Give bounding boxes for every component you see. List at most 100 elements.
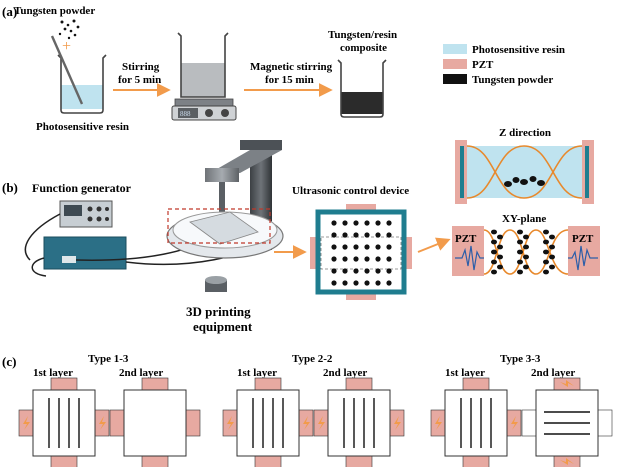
stirrer-display: 888 (180, 110, 191, 118)
lightning-icon (511, 416, 518, 430)
powder-particles (58, 19, 80, 40)
xy-particle (517, 229, 523, 235)
tungsten-particle-grid (331, 220, 392, 286)
particle-dot (386, 256, 392, 262)
pulse-right (568, 245, 598, 271)
type-group: Type 1-3 1st layer 2nd layer (18, 353, 201, 469)
magnetic-stirrer: 888 (171, 32, 237, 121)
lightning-icon (560, 458, 574, 465)
particle-dot (375, 244, 381, 250)
particle-dot (364, 244, 370, 250)
particle-dot (386, 220, 392, 226)
signal-cable-1 (24, 213, 61, 261)
magnetic-label-2: for 15 min (265, 74, 314, 86)
xy-particle (497, 254, 503, 260)
xy-particle (491, 249, 497, 255)
particle-dot (342, 268, 348, 274)
particle-dot (331, 244, 337, 250)
panel-b-label: (b) (2, 180, 18, 195)
stirring-label-2: for 5 min (118, 74, 161, 86)
particle-dot (375, 280, 381, 286)
z-direction-view (455, 140, 594, 204)
layer-1-label: 1st layer (33, 367, 73, 379)
sample-layer (32, 389, 96, 457)
xy-particle (517, 259, 523, 265)
layer-2-label: 2nd layer (119, 367, 163, 379)
pzt-top-block (345, 377, 373, 391)
particle-dot (331, 256, 337, 262)
sample-layer (327, 389, 391, 457)
particle-dot (353, 220, 359, 226)
stirring-label-1: Stirring (122, 61, 160, 73)
function-generator (43, 200, 127, 270)
particle-dot (364, 256, 370, 262)
particle-dot (375, 232, 381, 238)
composite-label-1: Tungsten/resin (328, 29, 397, 41)
particle-dot (375, 256, 381, 262)
xy-particle (543, 269, 549, 275)
panel-a-label: (a) (2, 4, 17, 19)
type-title: Type 1-3 (88, 353, 129, 365)
xy-particle (549, 234, 555, 240)
legend-label: Photosensitive resin (472, 44, 565, 56)
layer-2-label: 2nd layer (531, 367, 575, 379)
xy-particle (491, 229, 497, 235)
sample-layer (444, 389, 508, 457)
pzt-right-block (185, 409, 201, 437)
particle-dot (342, 220, 348, 226)
xy-particle (517, 269, 523, 275)
pzt-top-block (462, 377, 490, 391)
pzt-bottom-block (254, 455, 282, 469)
legend-label: PZT (472, 59, 494, 71)
layer-1-label: 1st layer (237, 367, 277, 379)
signal-cable-2 (31, 257, 47, 277)
pzt-top-block (50, 377, 78, 391)
pzt-left-block (109, 409, 125, 437)
xy-particle (523, 264, 529, 270)
particle-dot (364, 220, 370, 226)
particle-dot (386, 232, 392, 238)
printing-label-1: 3D printing (186, 304, 251, 319)
xy-particle (549, 264, 555, 270)
particle-dot (331, 220, 337, 226)
particle-dot (375, 268, 381, 274)
panel-c-label: (c) (2, 354, 16, 369)
pzt-bottom-block (141, 455, 169, 469)
lightning-icon (227, 416, 234, 430)
particle-dot (364, 232, 370, 238)
particle-dot (342, 244, 348, 250)
xy-particle (549, 244, 555, 250)
photosensitive-resin-label: Photosensitive resin (36, 121, 129, 133)
magnetic-label-1: Magnetic stirring (250, 61, 333, 73)
layer-2-label: 2nd layer (323, 367, 367, 379)
particle-dot (353, 256, 359, 262)
particle-dot (342, 232, 348, 238)
plus-sign: + (62, 38, 71, 55)
xy-particle (543, 229, 549, 235)
particle-dot (386, 244, 392, 250)
pzt-left-label: PZT (455, 233, 477, 245)
pulse-left (455, 245, 484, 271)
ultrasonic-device-label: Ultrasonic control device (292, 185, 409, 197)
beaker-resin (50, 35, 107, 114)
side-block (597, 409, 613, 437)
type-title: Type 3-3 (500, 353, 541, 365)
lightning-icon (394, 416, 401, 430)
legend-swatch (443, 74, 467, 84)
xy-particle (497, 264, 503, 270)
particle-dot (386, 280, 392, 286)
particle-dot (342, 256, 348, 262)
zoom-box (167, 208, 271, 244)
composite-label-2: composite (340, 42, 387, 54)
legend-swatch (443, 59, 467, 69)
xy-particle (491, 269, 497, 275)
printing-label-2: equipment (193, 319, 253, 334)
function-generator-label: Function generator (32, 181, 132, 195)
lightning-icon (318, 416, 325, 430)
xy-particle (523, 254, 529, 260)
xy-particle (497, 234, 503, 240)
lightning-icon (23, 416, 30, 430)
